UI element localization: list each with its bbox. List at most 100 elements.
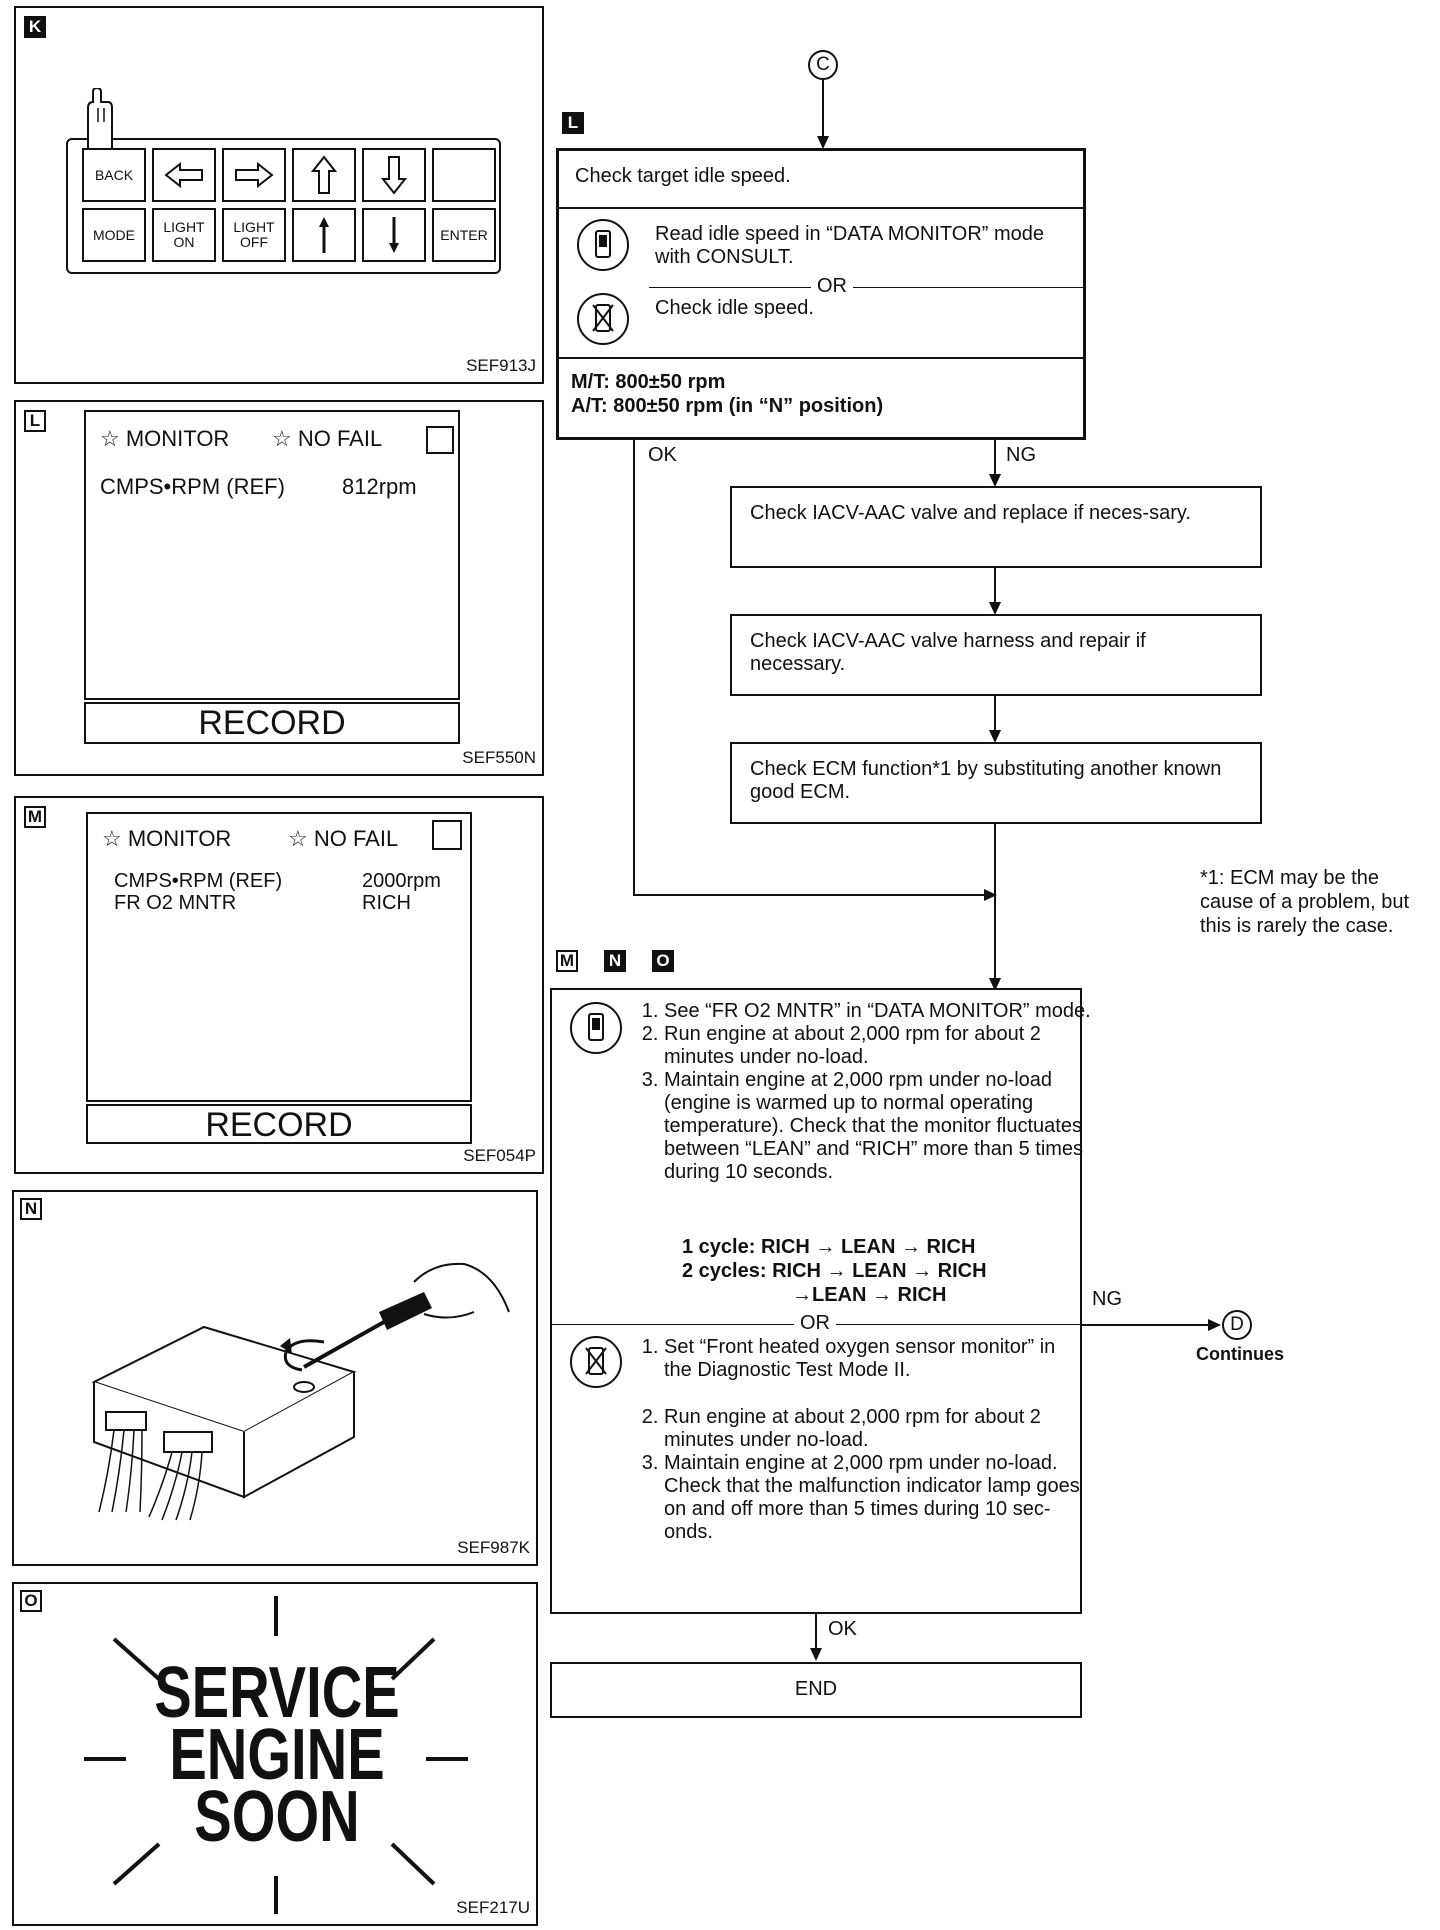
monitor-item-label: CMPS•RPM (REF): [114, 870, 283, 892]
small-down-key[interactable]: [362, 208, 426, 262]
blank-key[interactable]: [432, 148, 496, 202]
step-tag-m: M: [556, 950, 578, 972]
consult-step: See “FR O2 MNTR” in “DATA MONITOR” mode.: [664, 1000, 1094, 1023]
panel-o: O SERVICE ENGINE SOON SEF217U: [12, 1582, 538, 1926]
monitor-item-value: 2000rpm: [362, 870, 441, 892]
ng-label: NG: [1006, 444, 1036, 466]
consult-step: Run engine at about 2,000 rpm for about …: [664, 1023, 1094, 1069]
connector-d-label: D: [1230, 1314, 1244, 1335]
flow-arrow: [989, 978, 1001, 991]
flow-line: [633, 440, 635, 896]
panel-tag: N: [20, 1198, 42, 1220]
step-tag-o: O: [652, 950, 674, 972]
up-arrow-icon: [311, 155, 337, 194]
right-arrow-key[interactable]: [222, 148, 286, 202]
thin-down-arrow-icon: [389, 217, 399, 253]
warning-text-line3: SOON: [194, 1777, 360, 1857]
monitor-item-label: CMPS•RPM (REF): [100, 474, 285, 499]
ok-label: OK: [648, 444, 677, 466]
small-up-key[interactable]: [292, 208, 356, 262]
flow-line: [822, 80, 824, 138]
spec-mt: M/T: 800±50 rpm: [571, 371, 726, 393]
panel-tag: L: [24, 410, 46, 432]
cycle-definition-2b: →LEAN → RICH: [792, 1284, 947, 1306]
cycle-definition-2: 2 cycles: RICH → LEAN → RICH: [682, 1260, 987, 1282]
no-consult-step: Maintain engine at 2,000 rpm under no-lo…: [664, 1452, 1084, 1544]
panel-n: N SEF987K: [12, 1190, 538, 1566]
no-consult-step: Run engine at about 2,000 rpm for about …: [664, 1406, 1084, 1452]
connector-d: D: [1222, 1310, 1252, 1340]
step-check-ecm: Check ECM function*1 by substituting ano…: [730, 742, 1262, 824]
spec-at: A/T: 800±50 rpm (in “N” position): [571, 395, 884, 417]
consult-steps: See “FR O2 MNTR” in “DATA MONITOR” mode.…: [628, 1000, 1094, 1184]
flow-line: [994, 696, 996, 736]
flow-line: [1082, 1324, 1212, 1326]
monitor-header: ☆ MONITOR: [100, 426, 230, 451]
cycle-definition-1: 1 cycle: RICH → LEAN → RICH: [682, 1236, 976, 1258]
connector-c-label: C: [816, 54, 830, 75]
flow-arrow: [984, 889, 997, 901]
warning-text-line1: SERVICE: [154, 1653, 400, 1733]
figure-code: SEF217U: [456, 1898, 530, 1917]
pointing-finger-icon: [87, 88, 113, 148]
back-key[interactable]: BACK: [82, 148, 146, 202]
left-arrow-key[interactable]: [152, 148, 216, 202]
flow-arrow: [810, 1648, 822, 1661]
figure-code: SEF550N: [462, 748, 536, 767]
flow-line: [815, 1614, 817, 1654]
flow-arrow: [1208, 1319, 1221, 1331]
left-arrow-icon: [164, 162, 203, 188]
or-label: OR: [811, 275, 853, 298]
consult-step: Maintain engine at 2,000 rpm under no-lo…: [664, 1069, 1094, 1184]
step-title: Check target idle speed.: [575, 165, 791, 187]
no-consult-instruction: Check idle speed.: [655, 297, 814, 319]
consult-screen: ☆ MONITOR ☆ NO FAIL CMPS•RPM (REF) 812rp…: [84, 410, 460, 700]
divider: [559, 207, 1083, 209]
no-consult-icon: [577, 293, 629, 345]
flow-line: [994, 568, 996, 608]
mode-key[interactable]: MODE: [82, 208, 146, 262]
consult-screen: ☆ MONITOR ☆ NO FAIL CMPS•RPM (REF) 2000r…: [86, 812, 472, 1102]
figure-code: SEF054P: [463, 1146, 536, 1165]
status-box: [426, 426, 454, 454]
flow-line: [994, 824, 996, 984]
consult-instruction: Read idle speed in “DATA MONITOR” mode w…: [655, 223, 1045, 268]
panel-tag: O: [20, 1590, 42, 1612]
step-text: Check IACV-AAC valve harness and repair …: [750, 630, 1146, 675]
record-button[interactable]: RECORD: [84, 702, 460, 744]
panel-m: M ☆ MONITOR ☆ NO FAIL CMPS•RPM (REF) 200…: [14, 796, 544, 1174]
no-consult-icon: [570, 1336, 622, 1388]
panel-tag: M: [24, 806, 46, 828]
light-off-key[interactable]: LIGHT OFF: [222, 208, 286, 262]
enter-key[interactable]: ENTER: [432, 208, 496, 262]
monitor-item-value: RICH: [362, 892, 411, 914]
down-arrow-key[interactable]: [362, 148, 426, 202]
monitor-item-value: 812rpm: [342, 474, 417, 499]
figure-code: SEF987K: [457, 1538, 530, 1557]
divider: [559, 357, 1083, 359]
ng-label: NG: [1092, 1288, 1122, 1310]
status-box: [432, 820, 462, 850]
panel-tag: K: [24, 16, 46, 38]
flashing-rays-icon: [84, 1596, 468, 1914]
light-on-key[interactable]: LIGHT ON: [152, 208, 216, 262]
flow-line: [994, 440, 996, 480]
panel-k: K BACK MODE LIGHT ON LIGHT OFF ENTER SEF…: [14, 6, 544, 384]
no-fail-header: ☆ NO FAIL: [288, 826, 399, 851]
step-check-idle-speed: Check target idle speed. Read idle speed…: [556, 148, 1086, 440]
consult-keypad: [66, 138, 501, 274]
or-divider: [649, 287, 1085, 288]
up-arrow-key[interactable]: [292, 148, 356, 202]
step-check-iacv-harness: Check IACV-AAC valve harness and repair …: [730, 614, 1262, 696]
no-fail-header: ☆ NO FAIL: [272, 426, 383, 451]
down-arrow-icon: [381, 156, 407, 195]
step-tag-n: N: [604, 950, 626, 972]
monitor-item-label: FR O2 MNTR: [114, 892, 237, 914]
flow-arrow: [989, 602, 1001, 615]
step-check-fr-o2-monitor: See “FR O2 MNTR” in “DATA MONITOR” mode.…: [550, 988, 1091, 1614]
consult-icon: [570, 1002, 622, 1054]
record-button[interactable]: RECORD: [86, 1104, 472, 1144]
figure-code: SEF913J: [466, 356, 536, 375]
thin-up-arrow-icon: [319, 217, 329, 253]
flow-arrow: [989, 474, 1001, 487]
